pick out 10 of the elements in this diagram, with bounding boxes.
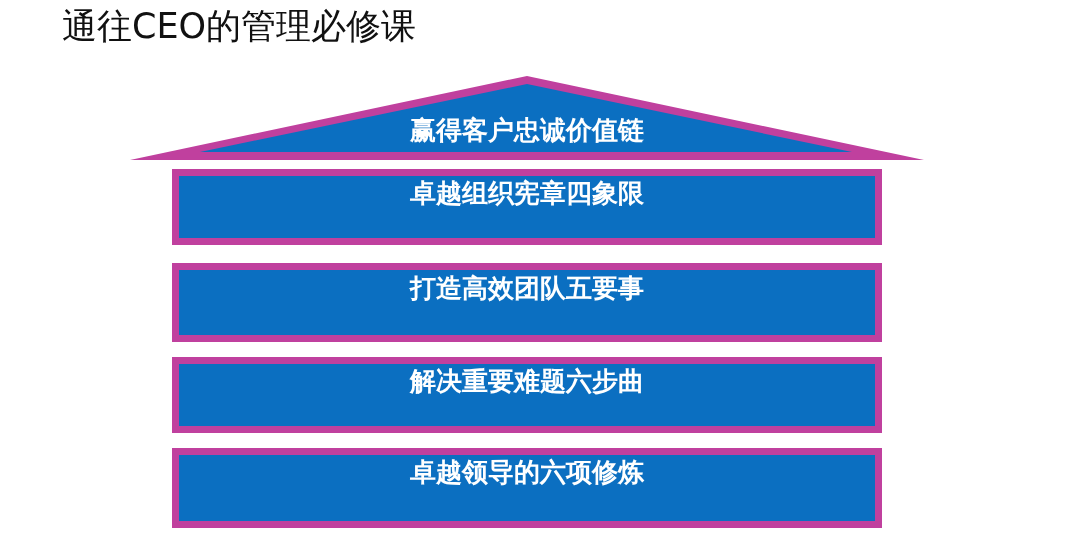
roof-label: 赢得客户忠诚价值链 xyxy=(410,115,644,145)
layer-label: 卓越领导的六项修炼 xyxy=(410,457,644,487)
layer-box xyxy=(172,448,882,528)
layer-label: 卓越组织宪章四象限 xyxy=(410,178,644,208)
layer-label: 打造高效团队五要事 xyxy=(410,273,644,303)
layer-label: 解决重要难题六步曲 xyxy=(410,366,644,396)
layer-box xyxy=(172,263,882,342)
layer-box xyxy=(172,169,882,245)
layer-box xyxy=(172,357,882,433)
title: 通往CEO的管理必修课 xyxy=(62,5,417,47)
